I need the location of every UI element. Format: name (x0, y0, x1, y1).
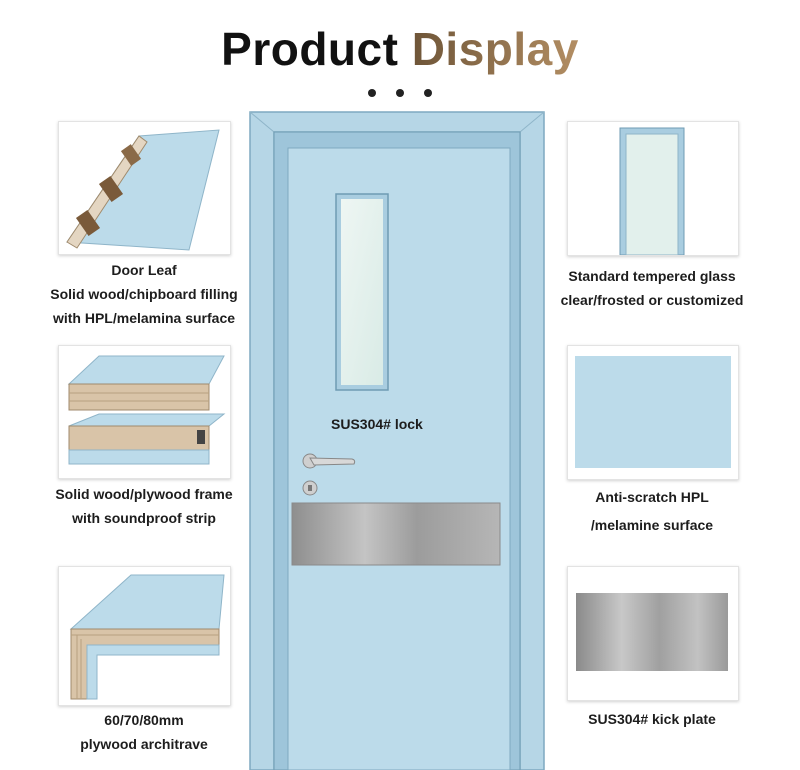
caption-line: Solid wood/plywood frame (55, 486, 233, 502)
title-dots-divider (368, 89, 432, 99)
lever-handle (309, 457, 356, 466)
caption-kick-plate: SUS304# kick plate (548, 707, 756, 731)
door-illustration (249, 111, 545, 770)
title-word-product: Product (221, 23, 399, 75)
lock-label: SUS304# lock (331, 416, 423, 432)
frame-image (58, 345, 231, 479)
dot (396, 89, 404, 97)
caption-line: Standard tempered glass (568, 268, 736, 284)
kick-plate (291, 502, 501, 566)
glass-image (567, 121, 739, 256)
door-leaf-image (58, 121, 231, 255)
caption-frame: Solid wood/plywood frame with soundproof… (40, 482, 248, 530)
vision-glass (341, 199, 383, 385)
architrave-image (58, 566, 231, 706)
hpl-swatch-image (567, 345, 739, 480)
dot (368, 89, 376, 97)
caption-line: 60/70/80mm (104, 712, 184, 728)
caption-line: /melamine surface (590, 517, 714, 533)
caption-door-leaf: Door Leaf Solid wood/chipboard filling w… (40, 258, 248, 330)
caption-line: Solid wood/chipboard filling (50, 286, 238, 302)
caption-glass: Standard tempered glass clear/frosted or… (548, 264, 756, 312)
page-title: Product Display (0, 22, 800, 76)
caption-line: plywood architrave (80, 736, 208, 752)
caption-line: with HPL/melamina surface (52, 310, 236, 326)
caption-line: with soundproof strip (72, 510, 216, 526)
dot (424, 89, 432, 97)
caption-hpl: Anti-scratch HPL /melamine surface (548, 483, 756, 539)
caption-line: clear/frosted or customized (560, 292, 744, 308)
title-word-display: Display (411, 23, 579, 75)
caption-architrave: 60/70/80mm plywood architrave (40, 708, 248, 756)
caption-line: SUS304# kick plate (588, 711, 716, 727)
caption-line: Door Leaf (111, 262, 177, 278)
caption-line: Anti-scratch HPL (595, 489, 709, 505)
kick-plate-image (567, 566, 739, 701)
